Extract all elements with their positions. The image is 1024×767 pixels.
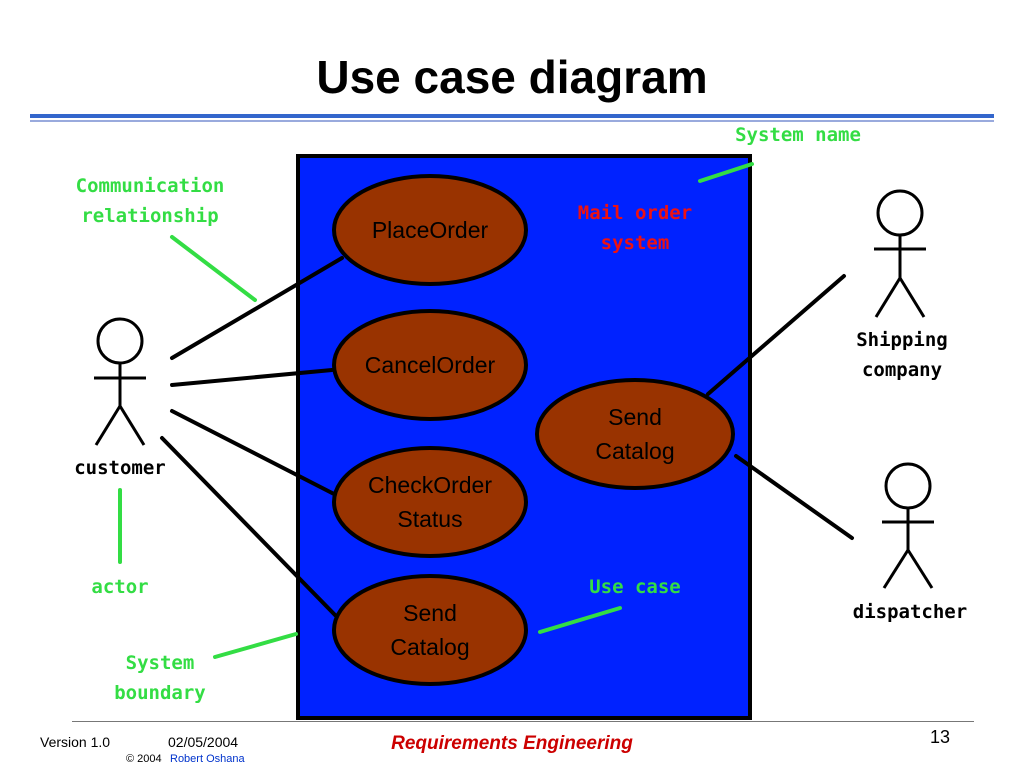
use-case-sendcatalog-left-ellipse bbox=[332, 574, 528, 686]
use-case-pointer bbox=[538, 606, 622, 634]
shipping-company-actor-figure bbox=[874, 189, 926, 318]
title-divider bbox=[30, 114, 994, 118]
use-case-sendcatalog-left: Send Catalog bbox=[390, 600, 470, 660]
footer-version: Version 1.0 bbox=[40, 734, 111, 750]
actor-annotation: actor bbox=[91, 576, 149, 598]
system-boundary-pointer bbox=[213, 632, 298, 659]
title-divider-shadow bbox=[30, 120, 994, 122]
footer-author: Robert Oshana bbox=[170, 753, 245, 765]
use-case-cancelorder: CancelOrder bbox=[364, 352, 496, 378]
footer-divider bbox=[72, 721, 974, 722]
page-number: 13 bbox=[930, 727, 951, 747]
association-shipping-sendcatalog bbox=[706, 274, 846, 396]
communication-pointer bbox=[170, 235, 257, 302]
slide-title: Use case diagram bbox=[316, 51, 708, 103]
use-case-checkorder-ellipse bbox=[332, 446, 528, 558]
use-case-sendcatalog-right: Send Catalog bbox=[595, 404, 675, 464]
use-case-placeorder: PlaceOrder bbox=[371, 217, 489, 243]
customer-actor-figure bbox=[94, 317, 146, 446]
use-case-cancelorder-ellipse bbox=[332, 309, 528, 421]
communication-relationship-annotation: Communication relationship bbox=[75, 175, 225, 227]
association-customer-cancelorder bbox=[170, 368, 334, 387]
association-customer-checkorder bbox=[170, 409, 336, 496]
system-name-label: Mail order system bbox=[577, 202, 693, 254]
footer-course-title: Requirements Engineering bbox=[391, 733, 633, 754]
use-case-annotation: Use case bbox=[589, 576, 681, 598]
association-customer-sendcatalog bbox=[160, 436, 338, 618]
system-boundary-annotation: System boundary bbox=[114, 652, 206, 704]
association-customer-placeorder bbox=[170, 256, 344, 360]
shipping-company-actor-label: Shipping company bbox=[856, 329, 948, 381]
use-case-placeorder-ellipse bbox=[332, 174, 528, 286]
use-case-sendcatalog-right-ellipse bbox=[535, 378, 735, 490]
dispatcher-actor-label: dispatcher bbox=[852, 601, 968, 623]
use-case-checkorderstatus: CheckOrder Status bbox=[368, 472, 492, 532]
footer-copyright: © 2004 bbox=[126, 753, 162, 765]
association-dispatcher-sendcatalog bbox=[734, 454, 854, 540]
system-name-annotation: System name bbox=[735, 124, 861, 146]
customer-actor-label: customer bbox=[74, 457, 166, 479]
footer-date: 02/05/2004 bbox=[168, 734, 239, 750]
system-name-pointer bbox=[698, 162, 754, 183]
dispatcher-actor-figure bbox=[882, 462, 934, 589]
